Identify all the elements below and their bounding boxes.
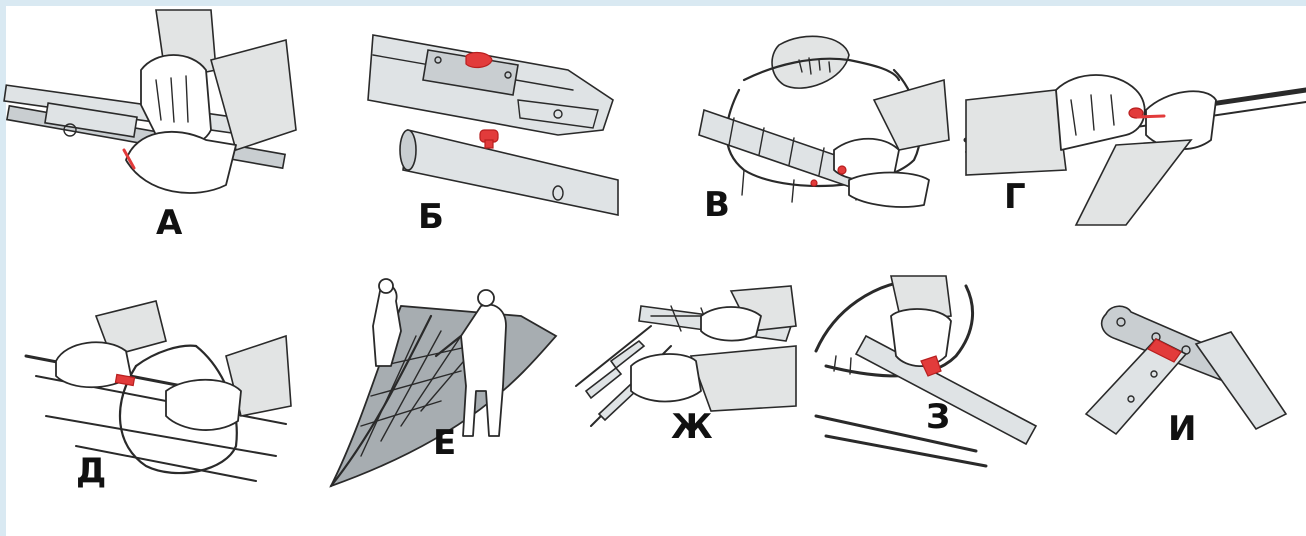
frame-with-frames-and-seat-assembly-icon [698, 35, 950, 208]
sliding-ladder-frame-icon [575, 285, 797, 427]
inserting-frame-into-keel-tube-icon [24, 300, 292, 482]
step-label: Д [76, 451, 107, 491]
pressing-button-on-tube-icon [963, 74, 1306, 226]
instruction-sheet: А Б [3, 6, 1306, 536]
step-zh-panel: Ж [571, 285, 801, 456]
step-label: Е [433, 423, 457, 463]
two-people-pulling-skin-onto-frame-icon [329, 278, 558, 488]
step-label: Г [1004, 177, 1026, 217]
hinged-tube-joint-icon [1084, 305, 1288, 436]
step-label: И [1168, 409, 1197, 449]
clamping-frame-rib-icon [814, 275, 1038, 468]
step-label: Б [418, 197, 444, 237]
step-v-panel: В [684, 10, 954, 230]
step-z-panel: З [806, 275, 1046, 468]
step-label: А [156, 203, 183, 243]
step-g-panel: Г [963, 10, 1306, 240]
step-a-panel: А [3, 9, 297, 243]
step-label: З [926, 397, 951, 437]
step-e-panel: Е [321, 276, 581, 496]
tube-socket-and-spring-button-icon [367, 34, 619, 216]
step-label: Ж [671, 407, 713, 447]
step-d-panel: Д [16, 296, 296, 496]
step-i-panel: И [1084, 294, 1296, 474]
frame-tube-joint-latch-icon [3, 9, 297, 194]
step-b-panel: Б [367, 10, 628, 240]
step-label: В [704, 185, 730, 225]
